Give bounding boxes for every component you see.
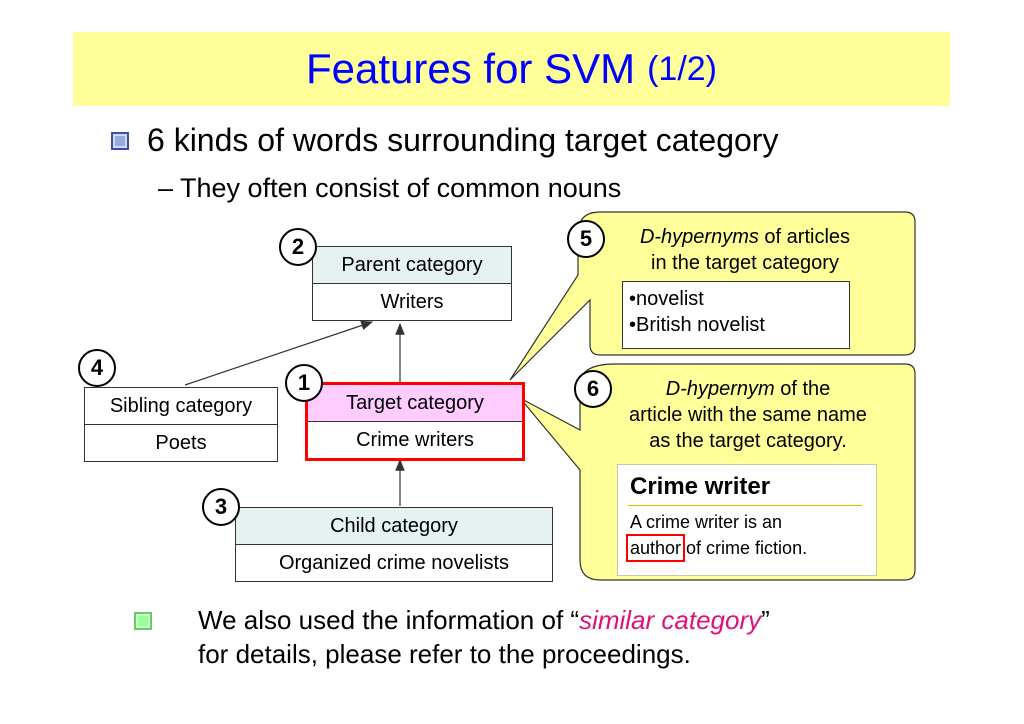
article-text-1: A crime writer is an — [630, 512, 783, 532]
callout-6-line2: article with the same name — [629, 404, 867, 426]
note-line2: for details, please refer to the proceed… — [198, 639, 691, 669]
number-badge-5: 5 — [567, 220, 605, 258]
callout-5-line2: in the target category — [651, 252, 839, 274]
callout-6-em: D-hypernym — [665, 378, 775, 400]
note-prefix: We also used the information of “ — [198, 605, 580, 635]
main-bullet: 6 kinds of words surrounding target cate… — [147, 122, 779, 158]
child-category-node: Child category Organized crime novelists — [235, 507, 553, 582]
bullet-square-icon — [111, 132, 129, 150]
article-divider — [628, 505, 862, 506]
wikipedia-article-box: Crime writer A crime writer is an author… — [617, 464, 877, 576]
title-bar: Features for SVM (1/2) — [73, 32, 950, 106]
number-badge-4: 4 — [78, 349, 116, 387]
note-emphasis: similar category — [579, 605, 762, 635]
number-badge-3: 3 — [202, 488, 240, 526]
callout-5-em: D-hypernyms — [639, 226, 759, 248]
node-value: Organized crime novelists — [278, 551, 510, 574]
sibling-category-node: Sibling category Poets — [84, 387, 278, 462]
note-suffix: ” — [761, 605, 770, 635]
node-header: Target category — [308, 385, 522, 422]
sub-bullet: – They often consist of common nouns — [158, 173, 622, 203]
node-value: Poets — [155, 431, 207, 454]
number-badge-6: 6 — [574, 370, 612, 408]
slide-title: Features for SVM — [305, 45, 636, 92]
bottom-note: We also used the information of “similar… — [198, 603, 770, 671]
arrow-sibling-to-parent — [184, 320, 374, 386]
note-bullet-icon — [134, 612, 152, 630]
slide-title-part: (1/2) — [647, 49, 718, 88]
node-header: Child category — [236, 508, 552, 545]
number-badge-2: 2 — [279, 228, 317, 266]
node-header: Parent category — [313, 247, 511, 284]
target-category-node: Target category Crime writers — [305, 382, 525, 461]
callout-6-rest: of the — [774, 378, 831, 400]
parent-category-node: Parent category Writers — [312, 246, 512, 321]
number-badge-1: 1 — [285, 364, 323, 402]
node-value: Crime writers — [356, 428, 474, 451]
callout-6-line3: as the target category. — [649, 430, 847, 452]
callout-5-text: D-hypernyms of articles in the target ca… — [610, 224, 880, 276]
example-item: •British novelist — [629, 314, 765, 336]
example-item: •novelist — [629, 288, 704, 310]
node-value: Writers — [380, 290, 444, 313]
callout-5-rest: of articles — [758, 226, 851, 248]
callout-5-examples: •novelist •British novelist — [622, 281, 850, 349]
node-header: Sibling category — [85, 388, 277, 425]
article-highlight: author — [625, 534, 686, 562]
callout-6-text: D-hypernym of the article with the same … — [598, 376, 898, 454]
article-title: Crime writer — [630, 473, 771, 500]
article-text: A crime writer is an author of crime fic… — [625, 509, 870, 562]
article-text-2: of crime fiction. — [681, 538, 808, 558]
